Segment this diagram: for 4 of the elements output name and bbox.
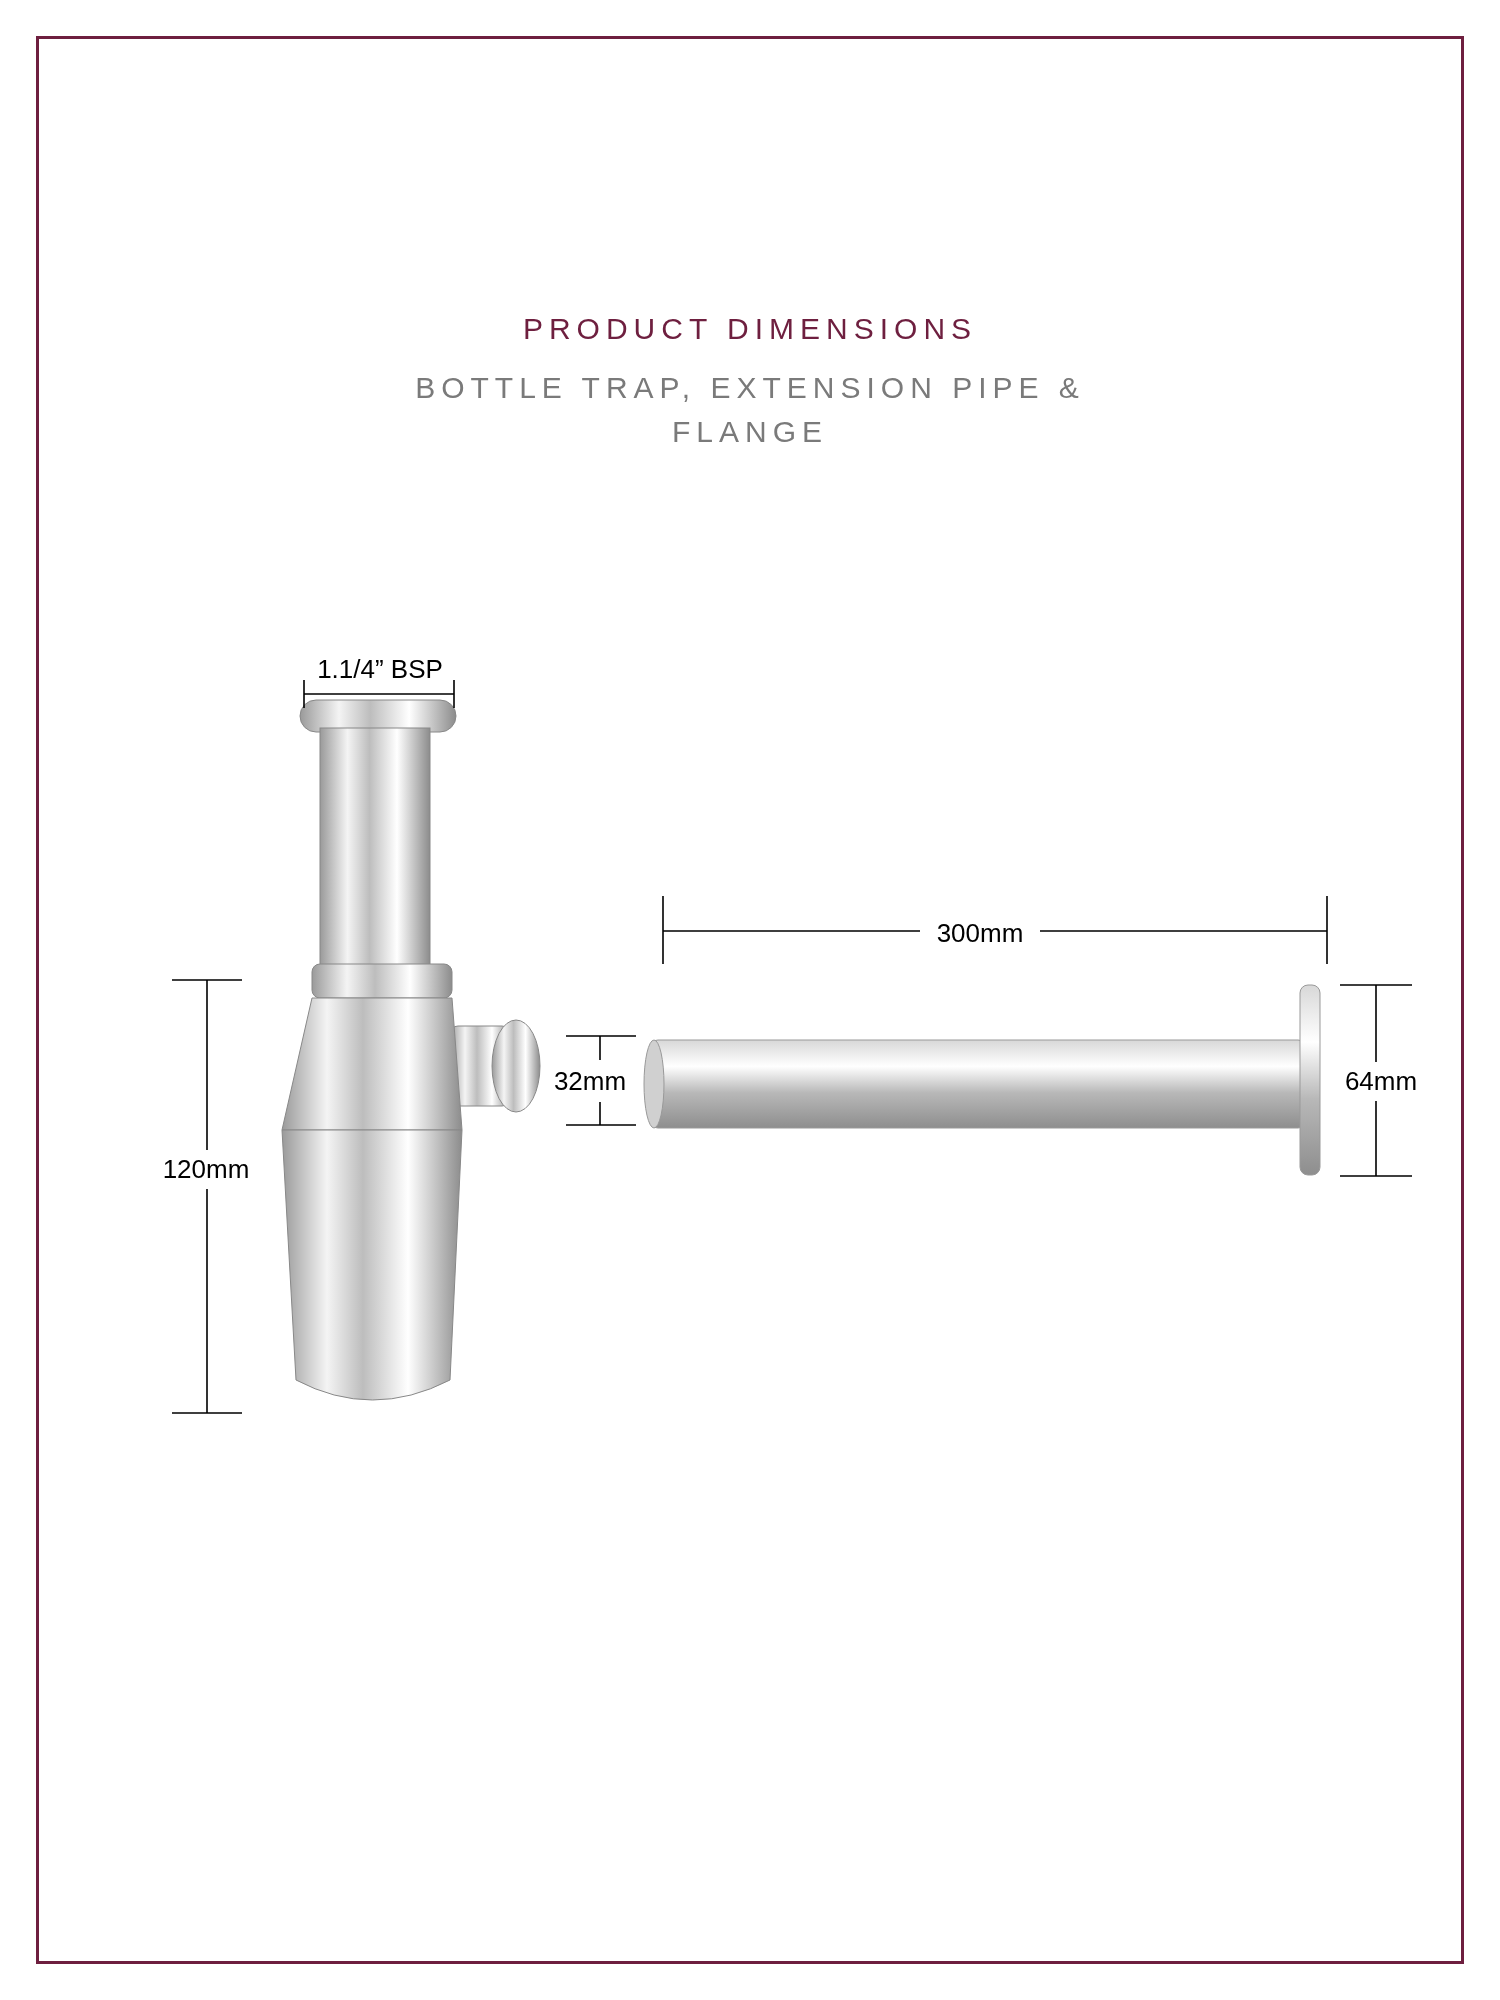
subtitle: BOTTLE TRAP, EXTENSION PIPE & FLANGE	[414, 370, 1086, 450]
dimension-label: 32mm	[552, 1065, 628, 1098]
dimension-label: 1.1/4” BSP	[316, 653, 444, 686]
title: PRODUCT DIMENSIONS	[521, 311, 979, 347]
